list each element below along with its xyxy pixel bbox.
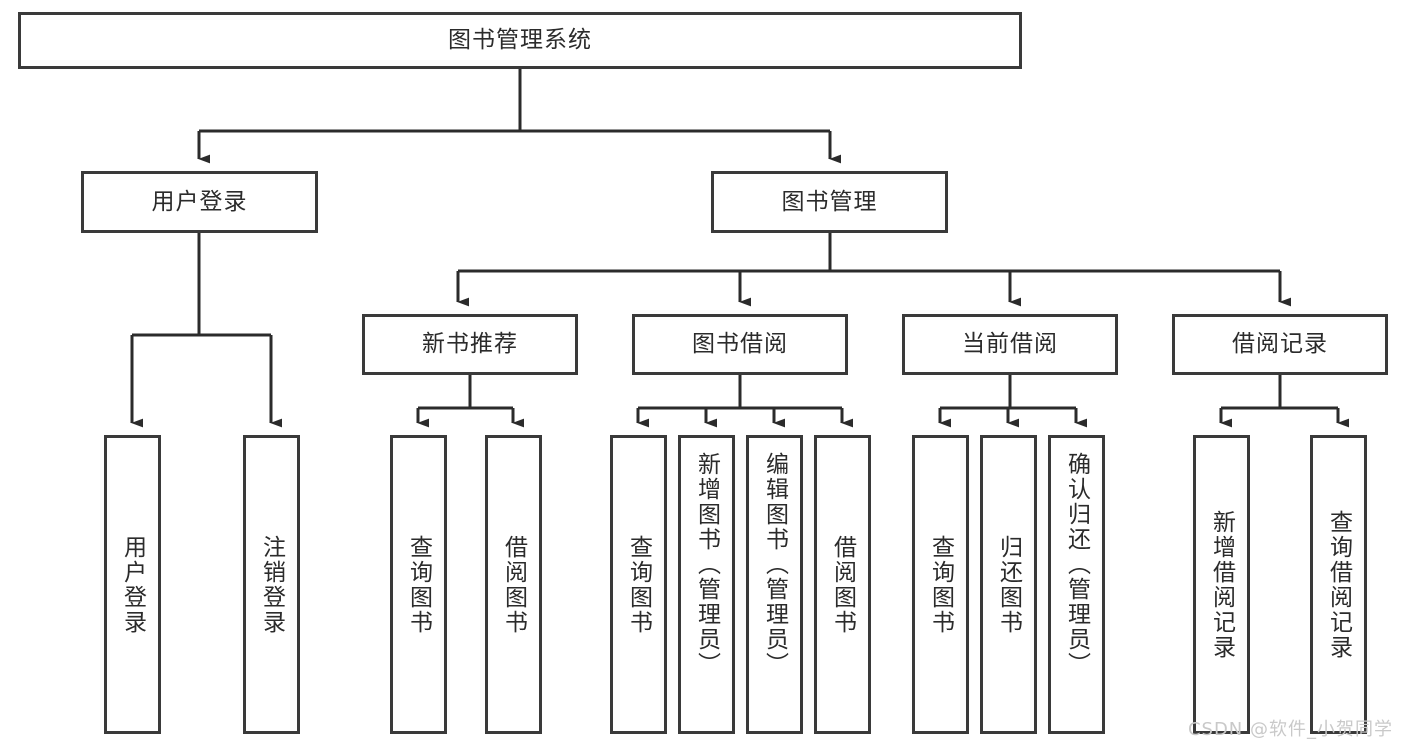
- node-new-book-recommend-label: 新书推荐: [422, 331, 518, 357]
- leaf-borrow-query-book-label: 查询图书: [625, 534, 652, 635]
- leaf-user-login-label: 用户登录: [119, 534, 146, 635]
- leaf-borrow-edit-book-label: 编辑图书（管理员）: [761, 452, 788, 677]
- leaf-borrow-edit-book[interactable]: 编辑图书（管理员）: [746, 435, 803, 734]
- leaf-record-query[interactable]: 查询借阅记录: [1310, 435, 1367, 734]
- leaf-new-borrow-book[interactable]: 借阅图书: [485, 435, 542, 734]
- csdn-watermark: CSDN @软件_小贺同学: [1187, 719, 1393, 740]
- node-user-login-module[interactable]: 用户登录: [81, 171, 318, 233]
- node-current-borrow[interactable]: 当前借阅: [902, 314, 1118, 375]
- leaf-current-return-book-label: 归还图书: [995, 534, 1022, 635]
- leaf-record-add[interactable]: 新增借阅记录: [1193, 435, 1250, 734]
- leaf-current-return-book[interactable]: 归还图书: [980, 435, 1037, 734]
- leaf-current-confirm-return[interactable]: 确认归还（管理员）: [1048, 435, 1105, 734]
- node-user-login-module-label: 用户登录: [151, 188, 248, 215]
- leaf-current-confirm-return-label: 确认归还（管理员）: [1063, 452, 1090, 677]
- leaf-new-query-book[interactable]: 查询图书: [390, 435, 447, 734]
- leaf-current-query-book-label: 查询图书: [927, 534, 954, 635]
- node-current-borrow-label: 当前借阅: [962, 331, 1058, 357]
- leaf-borrow-add-book[interactable]: 新增图书（管理员）: [678, 435, 735, 734]
- leaf-record-query-label: 查询借阅记录: [1325, 509, 1352, 660]
- leaf-new-query-book-label: 查询图书: [405, 534, 432, 635]
- leaf-user-logout-label: 注销登录: [258, 534, 285, 635]
- leaf-current-query-book[interactable]: 查询图书: [912, 435, 969, 734]
- leaf-borrow-query-book[interactable]: 查询图书: [610, 435, 667, 734]
- node-root-label: 图书管理系统: [448, 27, 592, 53]
- node-book-management-module-label: 图书管理: [781, 188, 878, 215]
- node-borrow-record-label: 借阅记录: [1232, 331, 1328, 357]
- node-borrow-record[interactable]: 借阅记录: [1172, 314, 1388, 375]
- node-root[interactable]: 图书管理系统: [18, 12, 1022, 69]
- leaf-borrow-lend-book[interactable]: 借阅图书: [814, 435, 871, 734]
- leaf-user-logout[interactable]: 注销登录: [243, 435, 300, 734]
- leaf-record-add-label: 新增借阅记录: [1208, 509, 1235, 660]
- leaf-user-login[interactable]: 用户登录: [104, 435, 161, 734]
- node-book-borrow-label: 图书借阅: [692, 331, 788, 357]
- leaf-borrow-add-book-label: 新增图书（管理员）: [693, 452, 720, 677]
- node-book-borrow[interactable]: 图书借阅: [632, 314, 848, 375]
- node-book-management-module[interactable]: 图书管理: [711, 171, 948, 233]
- leaf-borrow-lend-book-label: 借阅图书: [829, 534, 856, 635]
- leaf-new-borrow-book-label: 借阅图书: [500, 534, 527, 635]
- node-new-book-recommend[interactable]: 新书推荐: [362, 314, 578, 375]
